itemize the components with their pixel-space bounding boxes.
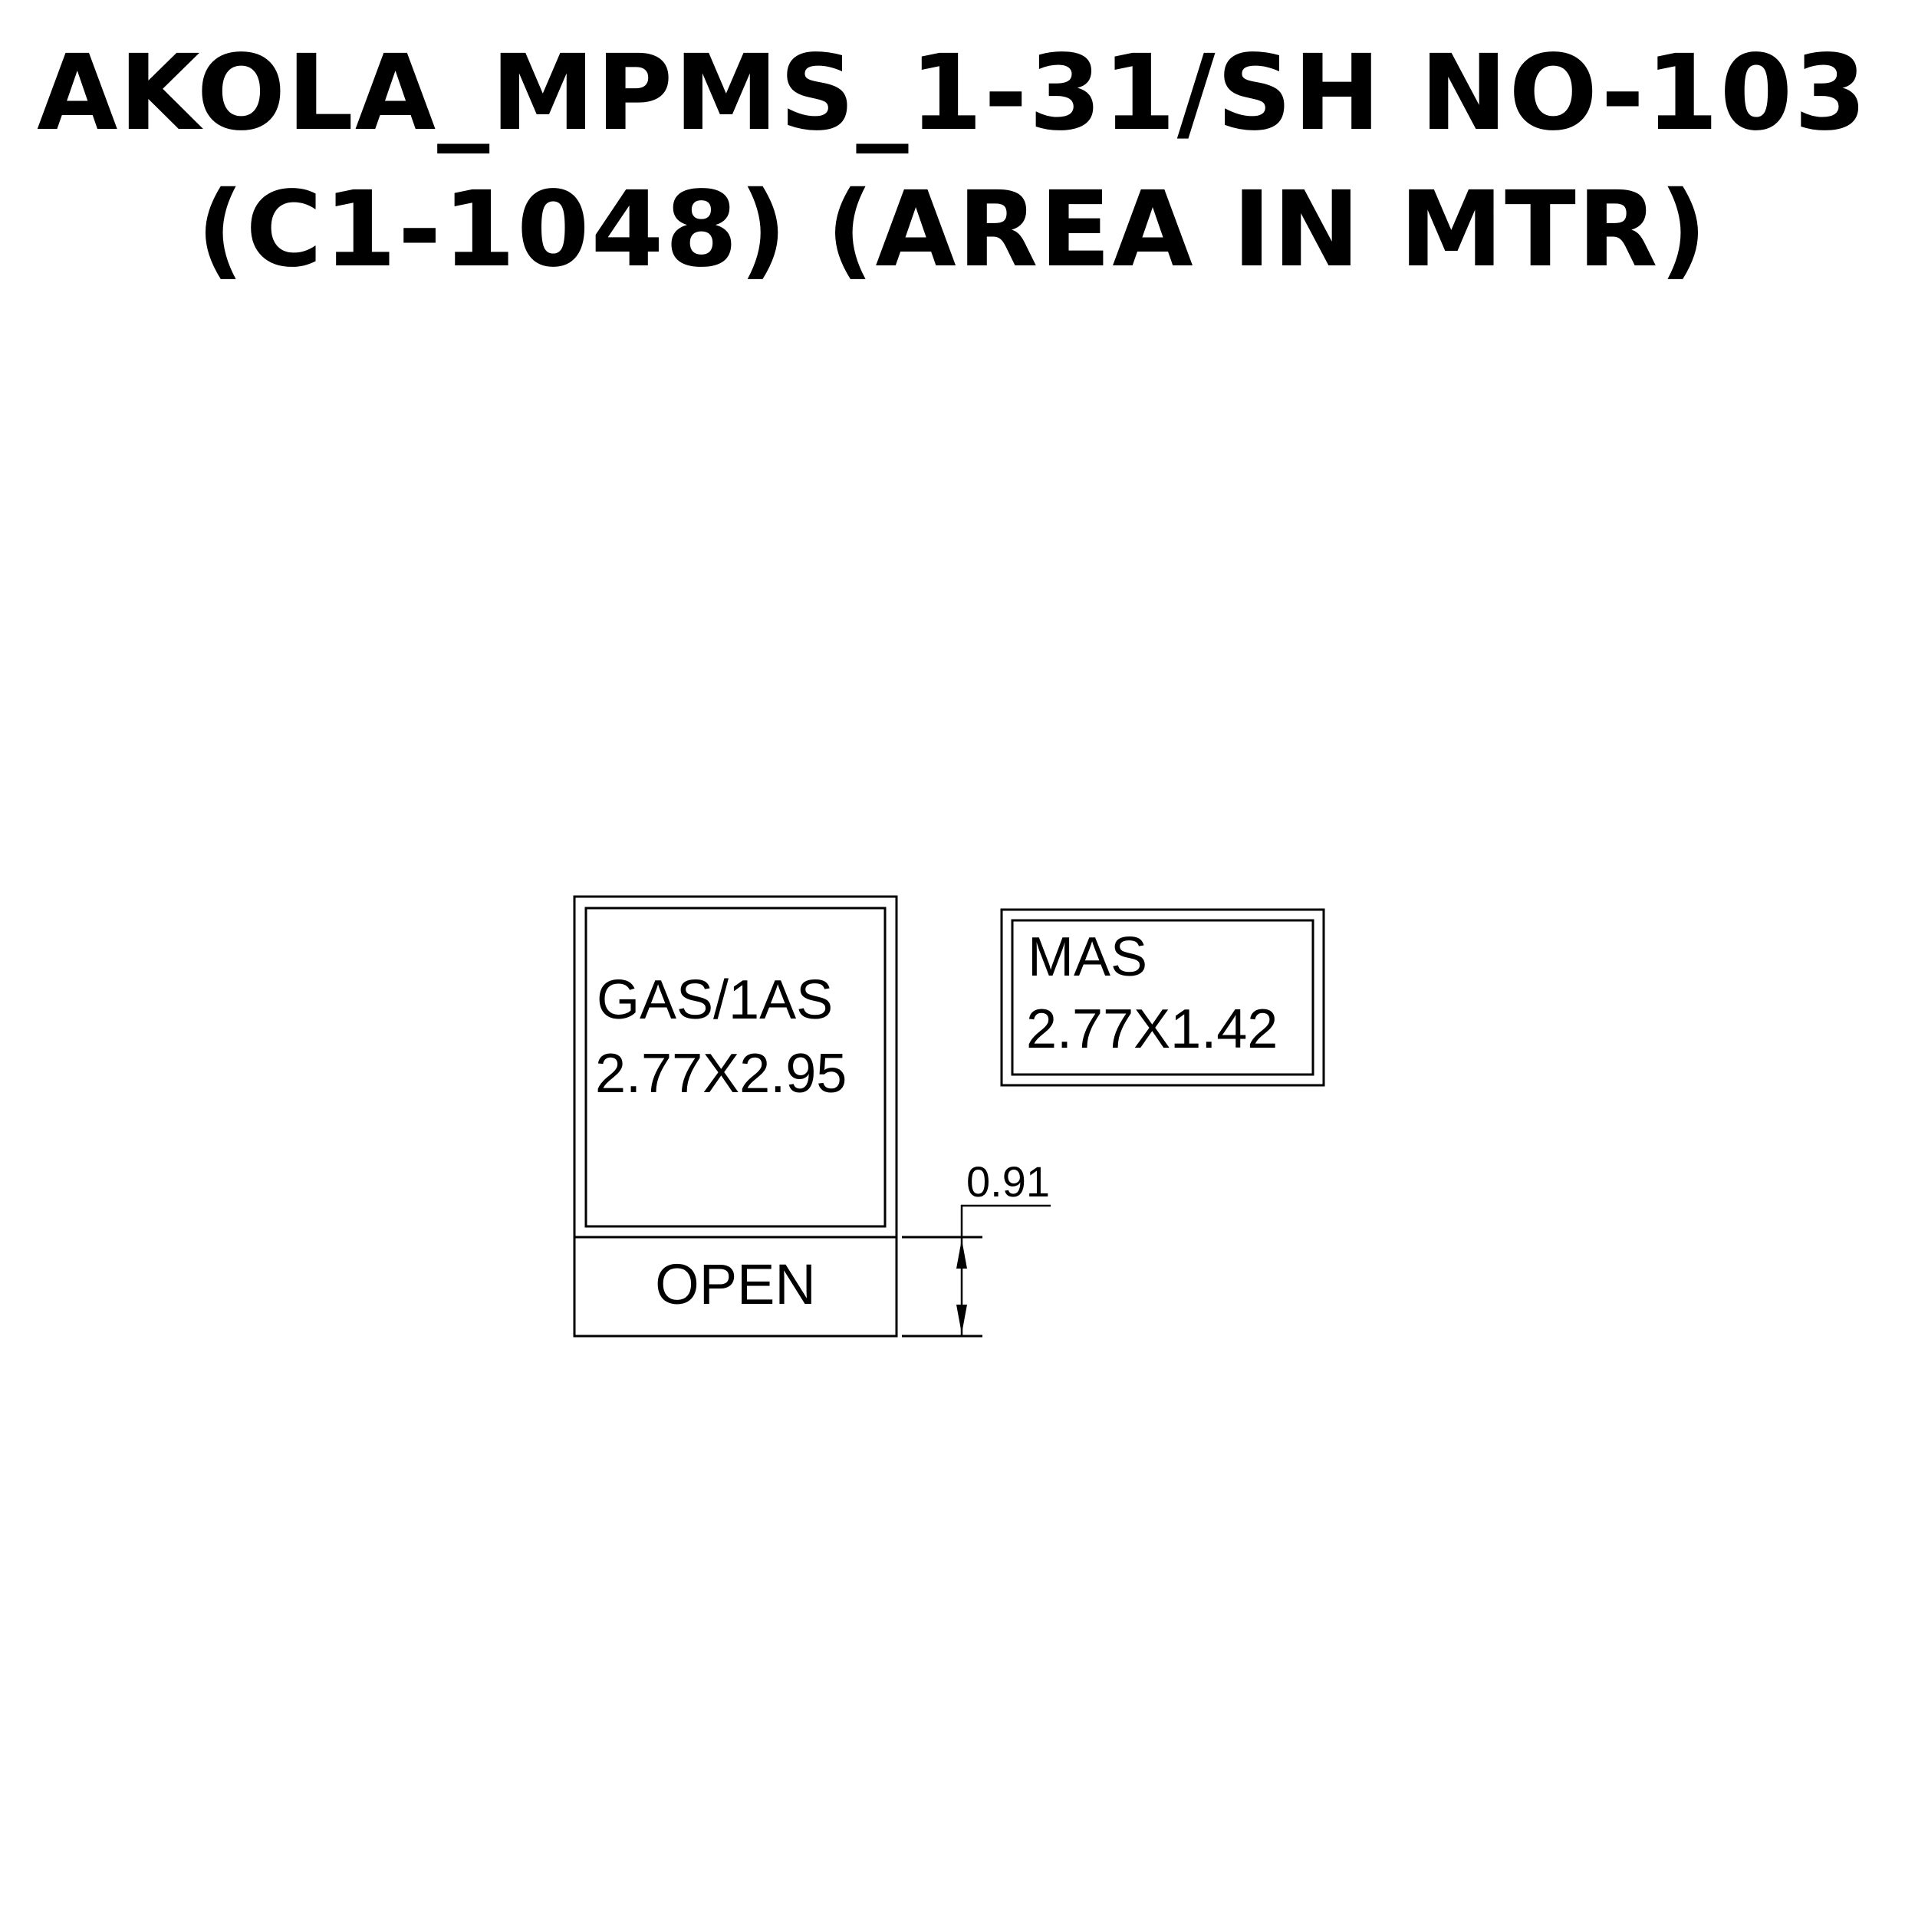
room-gas-label: GAS/1AS (597, 969, 833, 1031)
dimension-open-depth: 0.91 (902, 1157, 1051, 1338)
room-gas-inner-wall (584, 907, 887, 1228)
drawing-title-line-2: (C1-1048) (AREA IN MTR) (196, 170, 1709, 291)
room-mas-inner-wall (1011, 919, 1314, 1076)
dimension-arrow-up-icon (956, 1239, 967, 1269)
room-mas-size: 2.77X1.42 (1026, 999, 1278, 1060)
room-mas-outer-wall (1000, 908, 1325, 1087)
room-gas-size: 2.77X2.95 (595, 1043, 847, 1104)
dimension-leader-line (960, 1204, 1051, 1237)
room-mas: MAS 2.77X1.42 (1000, 908, 1325, 1087)
area-open: OPEN (573, 1236, 898, 1338)
dimension-value: 0.91 (966, 1157, 1050, 1206)
drawing-title-line-1: AKOLA_MPMS_1-31/SH NO-103 (37, 33, 1868, 154)
area-open-outline (573, 1236, 898, 1338)
area-open-label: OPEN (655, 1252, 816, 1316)
dimension-arrow-down-icon (956, 1305, 967, 1334)
room-gas: GAS/1AS 2.77X2.95 (573, 895, 898, 1239)
room-mas-label: MAS (1028, 927, 1147, 988)
